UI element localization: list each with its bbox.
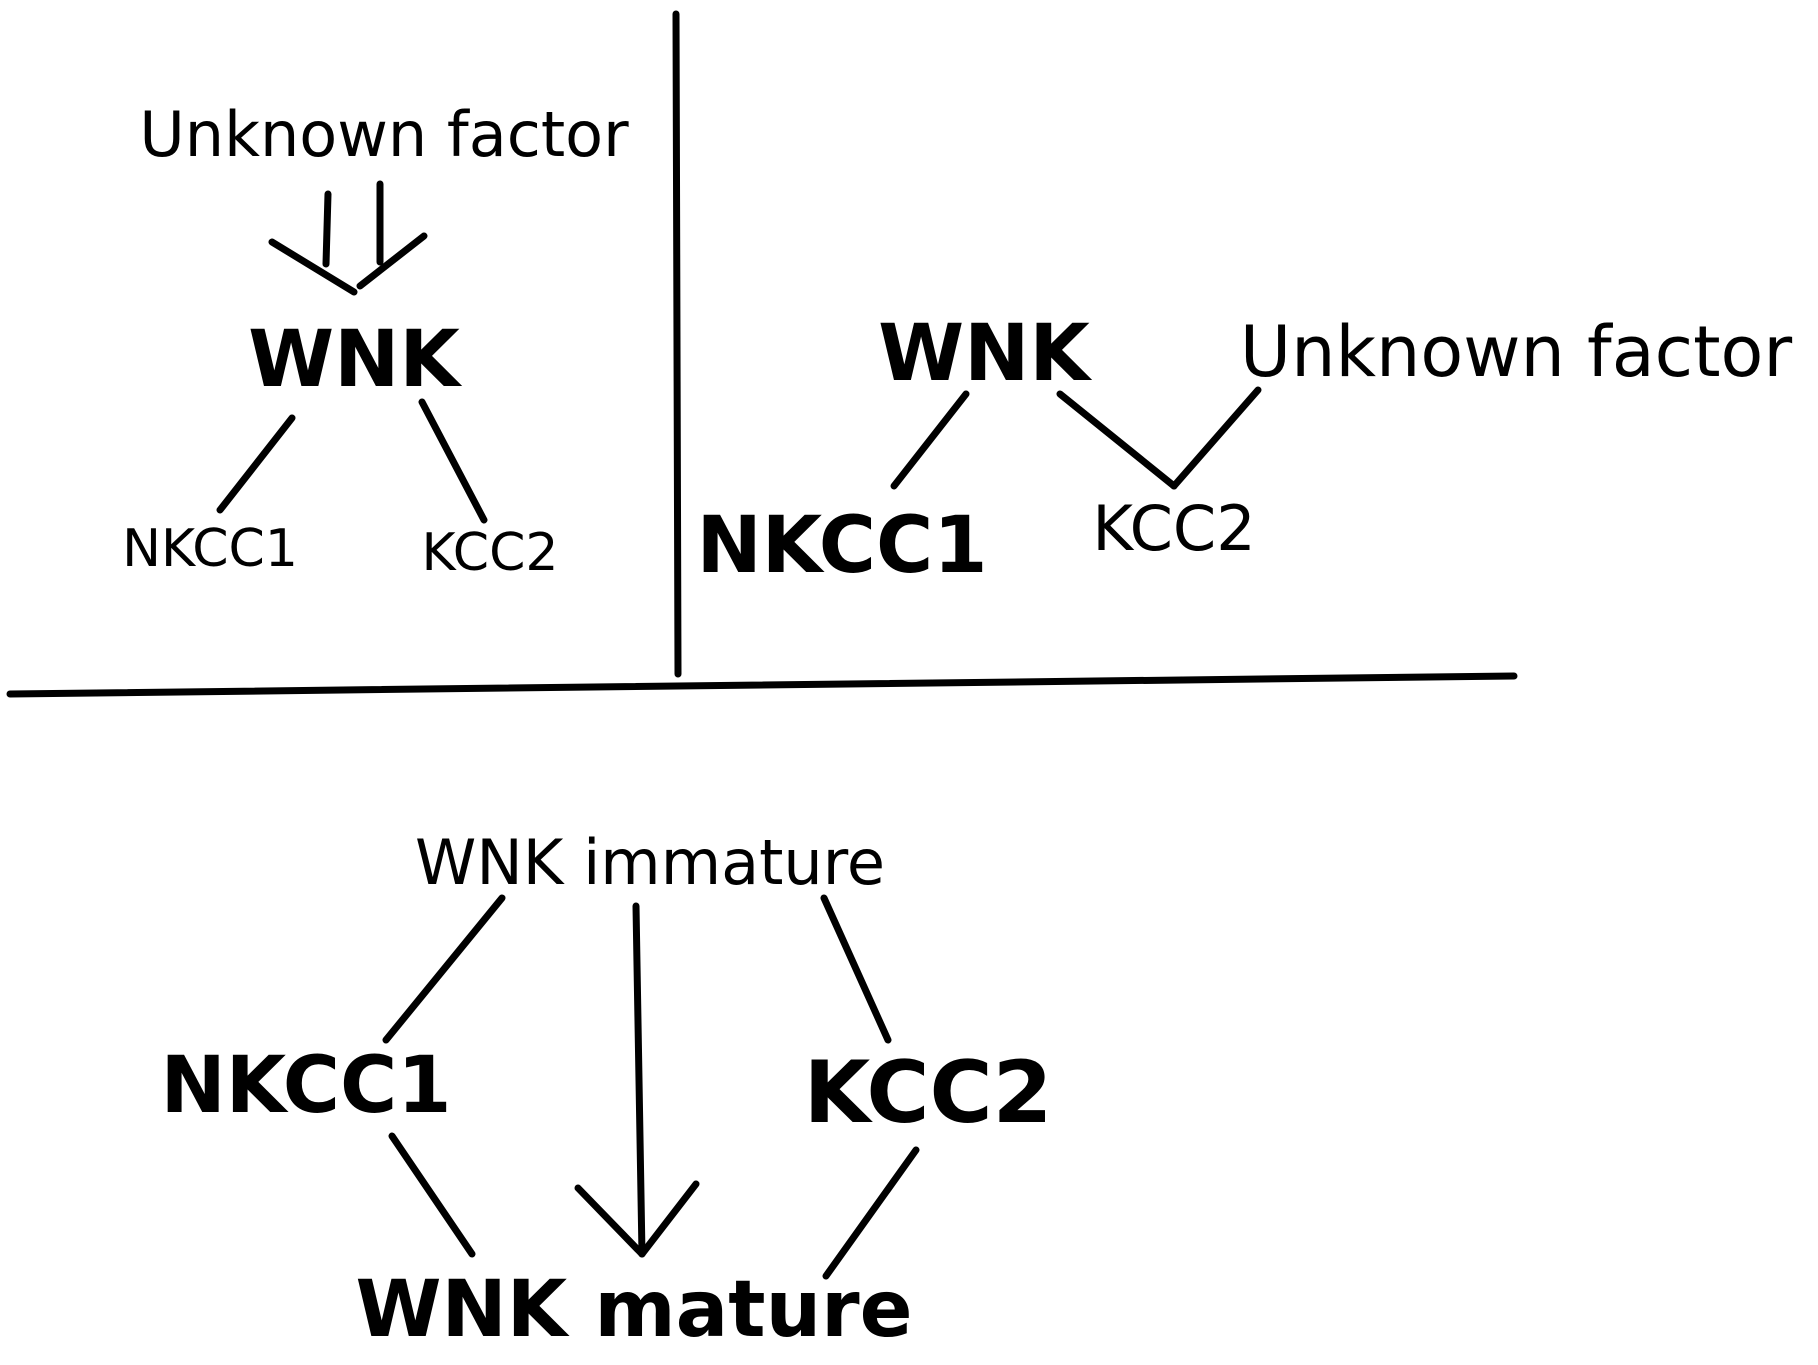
b-wnk-mature-label: WNK mature [355,1265,912,1355]
tr-kcc2-label: KCC2 [1092,492,1255,565]
b-connector-immature-nkcc1 [382,894,506,1044]
tl-connector-wnk-nkcc1 [216,414,296,514]
vertical-divider [672,10,682,678]
panel-top-right: WNK Unknown factor NKCC1 KCC2 [697,309,1793,591]
tr-connector-wnk-kcc2 [1056,390,1178,490]
tr-wnk-label: WNK [878,309,1092,399]
panel-top-left: Unknown factor WNK NKCC1 KCC2 [122,98,629,583]
tl-unknown-factor-label: Unknown factor [139,98,629,171]
tr-connector-factor-kcc2 [1170,386,1262,490]
horizontal-divider [6,672,1518,698]
b-kcc2-label: KCC2 [804,1043,1053,1143]
tl-double-arrow-icon [268,180,428,296]
tr-connector-wnk-nkcc1 [890,390,970,490]
b-maturation-arrow-icon [574,902,700,1258]
tl-kcc2-label: KCC2 [422,523,559,583]
b-nkcc1-label: NKCC1 [161,1041,452,1131]
tl-connector-wnk-kcc2 [418,398,488,524]
panel-bottom: WNK immature NKCC1 KCC2 WNK mature [161,826,1053,1355]
tr-nkcc1-label: NKCC1 [697,501,988,591]
tl-nkcc1-label: NKCC1 [122,519,298,579]
tl-wnk-label: WNK [248,315,462,405]
b-connector-kcc2-mature [822,1146,920,1280]
b-wnk-immature-label: WNK immature [415,826,885,899]
tr-unknown-factor-label: Unknown factor [1240,311,1792,393]
b-connector-nkcc1-mature [388,1132,476,1258]
b-connector-immature-kcc2 [820,894,892,1044]
